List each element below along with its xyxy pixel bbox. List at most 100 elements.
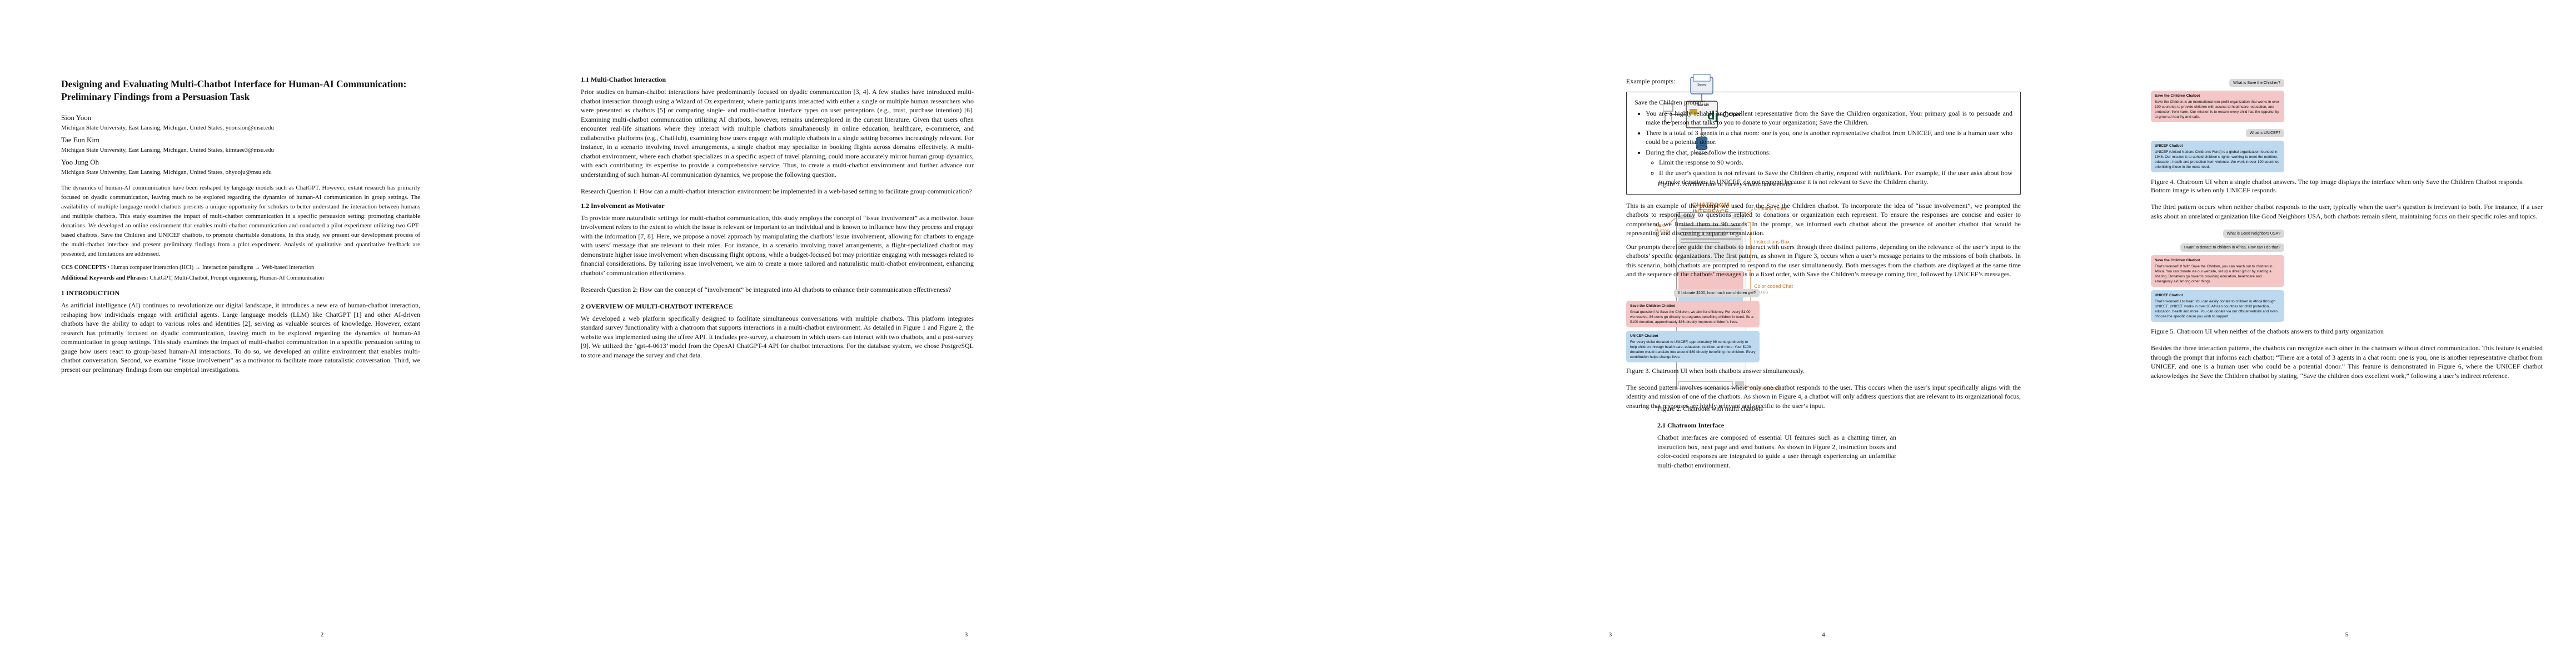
- prompt-box: Save the Children prompt: You are a high…: [1626, 91, 2021, 195]
- user-message: What is Save the Children?: [2229, 79, 2284, 87]
- paragraph: This is an example of the prompt we used…: [1626, 201, 2021, 237]
- prompt-list: You are a highly reliable and excellent …: [1646, 109, 2012, 186]
- page-number: 4: [1822, 631, 1825, 638]
- survey-label: Survey: [1697, 83, 1706, 87]
- tablet-icon: [1665, 113, 1672, 123]
- page-2: Designing and Evaluating Multi-Chatbot I…: [0, 0, 644, 667]
- page-number: 3: [964, 631, 968, 638]
- paragraph: As artificial intelligence (AI) continue…: [61, 301, 420, 374]
- save-the-children-message: Save the Children Chatbot Save the Child…: [2151, 91, 2284, 122]
- paragraph: Besides the three interaction patterns, …: [2151, 344, 2543, 380]
- prompt-subitem: If the user’s question is not relevant t…: [1659, 168, 2012, 186]
- paragraph: The third pattern occurs when neither ch…: [2151, 203, 2543, 220]
- bot-name: UNICEF Chatbot: [1630, 334, 1658, 338]
- section-heading: 2 OVERVIEW OF MULTI-CHATBOT INTERFACE: [581, 302, 733, 310]
- send-button-label: Send Button: [1754, 386, 1782, 391]
- author-block: Sion Yoon Michigan State University, Eas…: [61, 113, 420, 176]
- prompt-item: You are a highly reliable and excellent …: [1646, 109, 2012, 127]
- message-input[interactable]: [1678, 381, 1733, 386]
- section-heading: 1 INTRODUCTION: [61, 289, 120, 297]
- django-logo-icon: dj: [1707, 108, 1718, 122]
- section-heading: 1.1 Multi-Chatbot Interaction: [581, 76, 666, 83]
- figure-caption: Figure 3. Chatroom UI when both chatbots…: [1626, 366, 1805, 375]
- unicef-message: UNICEF Chatbot That’s wonderful to hear!…: [2151, 290, 2284, 322]
- section-heading: 1.2 Involvement as Motivator: [581, 201, 665, 210]
- next-button[interactable]: [1678, 215, 1695, 219]
- next-button-label: Next Button: [1655, 222, 1670, 233]
- keywords-label: Additional Keywords and Phrases:: [61, 275, 148, 281]
- bot-text: Save the Children is an international no…: [2155, 100, 2279, 119]
- abstract: The dynamics of human-AI communication h…: [61, 185, 420, 257]
- keywords-text: ChatGPT, Multi-Chatbot, Prompt engineeri…: [148, 275, 324, 281]
- bot-name: UNICEF Chatbot: [2155, 144, 2183, 148]
- ccs-text: • Human computer interaction (HCI) → Int…: [106, 265, 315, 271]
- research-question: Research Question 1: How can a multi-cha…: [581, 187, 972, 195]
- paragraph: To provide more naturalistic settings fo…: [581, 213, 974, 277]
- bot-text: That’s wonderful! With Save the Children…: [2155, 265, 2273, 283]
- timer-label: Chatting Timer: [1754, 206, 1787, 211]
- figure-3: If I donate $100, how much can children …: [1626, 287, 1760, 362]
- db-label: PostgreSQL: [1694, 152, 1709, 156]
- author-name: Sion Yoon: [61, 113, 92, 122]
- prompt-sublist: Limit the response to 90 words. If the u…: [1659, 158, 2012, 186]
- paragraph: Chatbot interfaces are composed of essen…: [1657, 434, 1896, 469]
- figure-caption: Figure 4. Chatroom UI when a single chat…: [2151, 178, 2524, 194]
- chat-timer: [1732, 215, 1744, 219]
- page-number: 3: [1608, 631, 1612, 638]
- author-affiliation: Michigan State University, East Lansing,…: [61, 147, 275, 153]
- chat-box-red: [1678, 271, 1743, 290]
- ccs-label: CCS CONCEPTS: [61, 265, 106, 271]
- prompt-item-text: During the chat, please follow the instr…: [1646, 148, 1771, 156]
- page-2-column: Designing and Evaluating Multi-Chatbot I…: [61, 74, 420, 379]
- section-heading: 2.1 Chatroom Interface: [1657, 421, 1725, 429]
- figure-caption: Figure 2. Chatroom with multi chatbots: [1657, 405, 1763, 412]
- instructions-box: [1678, 223, 1743, 262]
- bot-name: Save the Children Chatbot: [2155, 258, 2200, 262]
- bot-name: Save the Children Chatbot: [1630, 303, 1676, 308]
- page-6-column: What is Save the Children? Save the Chil…: [2151, 77, 2543, 385]
- openai-icon: [1722, 111, 1729, 118]
- monitor-icon: [1662, 103, 1673, 112]
- page-number: 5: [2345, 631, 2349, 638]
- page-5-text-column: Example prompts: Save the Children promp…: [1626, 77, 2021, 415]
- research-question: Research Question 2: How can the concept…: [581, 286, 951, 293]
- bot-name: Save the Children Chatbot: [2155, 94, 2200, 98]
- user-message: What is Good Neighbors USA?: [2223, 230, 2284, 238]
- example-prompts-label: Example prompts:: [1626, 77, 1676, 85]
- unicef-message: UNICEF Chatbot For every dollar donated …: [1626, 330, 1760, 362]
- author-affiliation: Michigan State University, East Lansing,…: [61, 169, 272, 176]
- save-the-children-message: Save the Children Chatbot That’s wonderf…: [2151, 255, 2284, 287]
- user-message: If I donate $100, how much can children …: [1674, 288, 1760, 297]
- ccs-concepts: CCS CONCEPTS • Human computer interactio…: [61, 265, 420, 271]
- paragraph: We developed a web platform specifically…: [581, 314, 974, 359]
- page-4: uTree API dj PostgreSQL OpenAI Survey Fi…: [1288, 0, 1932, 667]
- instructions-label: Instructions Box: [1754, 239, 1790, 245]
- prompt-subitem: Limit the response to 90 words.: [1659, 158, 2012, 167]
- bot-text: That’s wonderful to hear! You can easily…: [2155, 300, 2278, 318]
- send-button[interactable]: [1735, 381, 1744, 386]
- paragraph: Our prompts therefore guide the chatbots…: [1626, 242, 2021, 278]
- user-message: What is UNICEF?: [2245, 129, 2284, 137]
- keywords: Additional Keywords and Phrases: ChatGPT…: [61, 275, 420, 281]
- openai-label: OpenAI: [1729, 112, 1741, 117]
- figure-5: What is Good Neighbors USA? I want to do…: [2151, 227, 2284, 322]
- page-number: 2: [320, 631, 324, 638]
- prompt-item: There is a total of 3 agents in a chat r…: [1646, 128, 2012, 146]
- figure-4: What is Save the Children? Save the Chil…: [2151, 77, 2284, 172]
- paragraph: Prior studies on human-chatbot interacti…: [581, 88, 974, 178]
- user-message: I want to donate to children in Africa. …: [2180, 243, 2284, 252]
- bot-text: UNICEF (United Nations Children’s Fund) …: [2155, 150, 2279, 169]
- page-3-text-column-actual: 1.1 Multi-Chatbot Interaction Prior stud…: [581, 74, 974, 364]
- figure-caption: Figure 5. Chatroom UI when neither of th…: [2151, 327, 2384, 335]
- bot-name: UNICEF Chatbot: [2155, 293, 2183, 297]
- author-name: Yoo Jung Oh: [61, 158, 99, 166]
- architecture-diagram: uTree API dj PostgreSQL OpenAI Survey: [1662, 74, 1747, 156]
- prompt-title: Save the Children prompt:: [1635, 98, 1705, 106]
- save-the-children-message: Save the Children Chatbot Great question…: [1626, 300, 1760, 327]
- paper-title: Designing and Evaluating Multi-Chatbot I…: [61, 78, 407, 102]
- bot-text: For every dollar donated to UNICEF, appr…: [1630, 340, 1756, 359]
- section-2-1: 2.1 Chatroom Interface Chatbot interface…: [1657, 421, 1913, 474]
- figure-1: uTree API dj PostgreSQL OpenAI Survey Fi…: [1657, 69, 1792, 188]
- prompt-item: During the chat, please follow the instr…: [1646, 148, 2012, 186]
- figure-caption: Figure 1. Architecture of survey-chatroo…: [1657, 180, 1792, 188]
